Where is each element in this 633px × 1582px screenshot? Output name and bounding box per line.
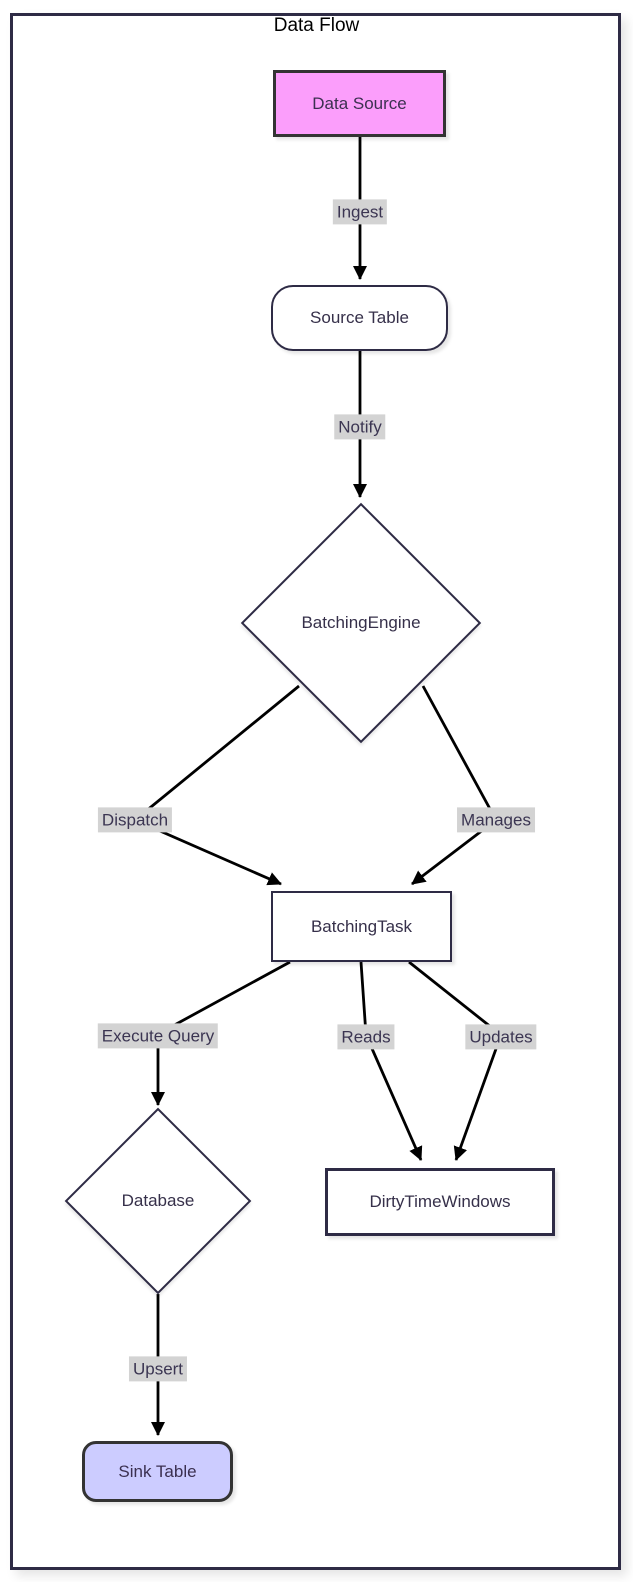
node-data-source-label: Data Source [312, 93, 407, 113]
node-dirty-time-windows: DirtyTimeWindows [325, 1168, 555, 1236]
diagram-frame [10, 13, 621, 1570]
edge-label-updates: Updates [465, 1024, 537, 1050]
node-data-source: Data Source [273, 70, 446, 137]
node-sink-table: Sink Table [82, 1441, 233, 1502]
edge-label-reads: Reads [337, 1024, 395, 1050]
node-batching-task: BatchingTask [271, 891, 452, 962]
edge-label-upsert: Upsert [128, 1356, 188, 1382]
node-batching-engine-label: BatchingEngine [301, 613, 421, 632]
node-database-label: Database [121, 1191, 195, 1210]
edge-label-ingest: Ingest [332, 199, 388, 225]
node-source-table-label: Source Table [310, 308, 409, 327]
node-batching-task-label: BatchingTask [310, 916, 413, 936]
edge-label-dispatch: Dispatch [97, 807, 173, 833]
edge-manages [411, 685, 498, 886]
edge-reads [359, 961, 423, 1161]
edge-label-execute-query: Execute Query [97, 1023, 219, 1049]
node-source-table: Source Table [271, 285, 448, 351]
node-sink-table-label: Sink Table [118, 1461, 197, 1481]
edge-label-manages: Manages [457, 807, 535, 833]
diagram-title: Data Flow [273, 15, 360, 36]
node-dirty-time-windows-label: DirtyTimeWindows [369, 1192, 511, 1211]
edge-updates [408, 960, 503, 1161]
edge-label-notify: Notify [334, 414, 386, 440]
edge-dispatch [132, 684, 300, 886]
